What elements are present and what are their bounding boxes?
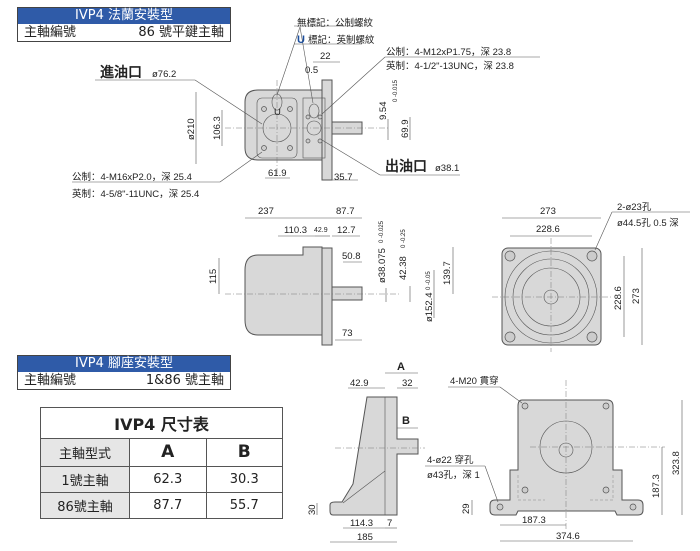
dim-9-54: 9.54: [378, 102, 389, 121]
cell-type: 86號主軸: [40, 491, 130, 520]
side-view-drawing: 237 87.7 110.3 42.9 12.7 50.8 73 115 ø38…: [208, 206, 454, 346]
hole-note-22: 4-ø22 穿孔: [427, 454, 474, 466]
flange-type-title-box: IVP4 法蘭安裝型 主軸編號 86 號平鍵主軸: [17, 7, 231, 42]
outlet-imperial-thread: 英制：4-1/2"-13UNC，深 23.8: [386, 60, 514, 72]
dim-237: 237: [258, 206, 274, 217]
dim-35-7: 35.7: [334, 172, 353, 183]
dim-b: B: [402, 415, 410, 427]
dim-228-6-width: 228.6: [536, 224, 560, 235]
dim-42-9: 42.9: [314, 227, 328, 234]
dim-210: ø210: [186, 118, 197, 140]
dim-50-8: 50.8: [342, 251, 361, 262]
dim-38-075: ø38.075: [377, 248, 388, 283]
cell-a: 87.7: [129, 491, 207, 520]
flange-type-title: IVP4 法蘭安裝型: [18, 8, 230, 24]
note-imperial-thread: 標記：英制螺紋: [308, 34, 375, 46]
u-mark: U: [297, 34, 305, 46]
dim-87-7: 87.7: [336, 206, 355, 217]
foot-type-title-box: IVP4 腳座安裝型 主軸編號 1&86 號主軸: [17, 355, 231, 390]
inlet-metric-thread: 公制：4-M16xP2.0，深 25.4: [72, 171, 192, 183]
dim-106-3: 106.3: [212, 116, 223, 140]
cell-a: 62.3: [129, 465, 207, 493]
dim-114-3: 114.3: [350, 518, 373, 529]
shaft-number-label: 主軸編號: [24, 25, 77, 40]
dim-12-7: 12.7: [337, 225, 356, 236]
dim-42-9: 42.9: [350, 378, 369, 389]
foot-front-drawing: 4-M20 貫穿 4-ø22 穿孔 ø43孔，深 1 323.8 187.3 2…: [425, 375, 683, 542]
foot-side-drawing: A 42.9 32 B 30 114.3 7 185: [307, 361, 425, 543]
outlet-metric-thread: 公制：4-M12xP1.75，深 23.8: [386, 46, 511, 58]
inlet-port-label: 進油口: [100, 64, 142, 80]
tol-38-075: 0 -0.025: [379, 220, 385, 243]
foot-type-title: IVP4 腳座安裝型: [18, 356, 230, 372]
hole-note-2-23: 2-ø23孔: [617, 202, 652, 213]
dim-a: A: [397, 361, 405, 373]
bolt-note-m20: 4-M20 貫穿: [450, 375, 499, 387]
dim-323-8: 323.8: [671, 451, 682, 475]
cell-type: 1號主軸: [40, 465, 130, 493]
tol-9-54: 0 -0.015: [393, 79, 399, 102]
dim-61-9: 61.9: [268, 168, 287, 179]
cell-b: 55.7: [205, 491, 283, 520]
outlet-port-label: 出油口: [385, 158, 427, 174]
dim-22: 22: [320, 51, 331, 62]
size-table-title: IVP4 尺寸表: [40, 407, 283, 439]
front-view-drawing: 273 228.6 2-ø23孔 ø44.5孔 0.5 深 228.6 273: [492, 202, 690, 352]
dim-115: 115: [208, 269, 219, 284]
dim-73: 73: [342, 328, 353, 339]
shaft-number-label: 主軸編號: [24, 373, 77, 388]
dim-152-4: ø152.4: [424, 292, 435, 322]
tol-42-38: 0 -0.25: [401, 229, 407, 248]
cell-b: 30.3: [205, 465, 283, 493]
note-metric-thread: 無標記：公制螺紋: [297, 17, 374, 29]
header-a: A: [129, 438, 207, 467]
dim-273-height: 273: [631, 288, 642, 304]
header-b: B: [205, 438, 283, 467]
dim-374-6: 374.6: [556, 531, 580, 542]
dim-187-3-height: 187.3: [651, 474, 662, 498]
dim-185: 185: [357, 532, 373, 543]
shaft-number-value: 1&86 號主軸: [145, 373, 224, 388]
dim-110-3: 110.3: [284, 225, 307, 236]
outlet-port-diameter: ø38.1: [435, 163, 459, 174]
dim-32: 32: [402, 378, 413, 389]
dim-187-3-width: 187.3: [522, 515, 546, 526]
dim-7: 7: [387, 518, 392, 529]
dim-69-9: 69.9: [400, 120, 411, 139]
dim-0-5: 0.5: [305, 65, 318, 76]
hole-note-44-5: ø44.5孔 0.5 深: [617, 218, 679, 229]
dim-30: 30: [307, 504, 318, 515]
dim-273-width: 273: [540, 206, 556, 217]
dim-139-7: 139.7: [442, 261, 453, 285]
dim-29: 29: [461, 503, 472, 514]
shaft-number-value: 86 號平鍵主軸: [138, 25, 224, 40]
dim-42-38: 42.38: [398, 256, 409, 280]
port-mark-u: U: [274, 107, 281, 118]
inlet-port-diameter: ø76.2: [152, 69, 176, 80]
tol-152-4: 0 -0.05: [426, 271, 432, 290]
hole-note-43: ø43孔，深 1: [427, 470, 480, 481]
inlet-imperial-thread: 英制：4-5/8"-11UNC，深 25.4: [72, 188, 199, 200]
top-view-drawing: U 無標記：公制螺紋 U 標記：英制螺紋 22 0.5 公制：4-M12xP1.…: [72, 17, 540, 200]
dim-228-6-height: 228.6: [613, 286, 624, 310]
